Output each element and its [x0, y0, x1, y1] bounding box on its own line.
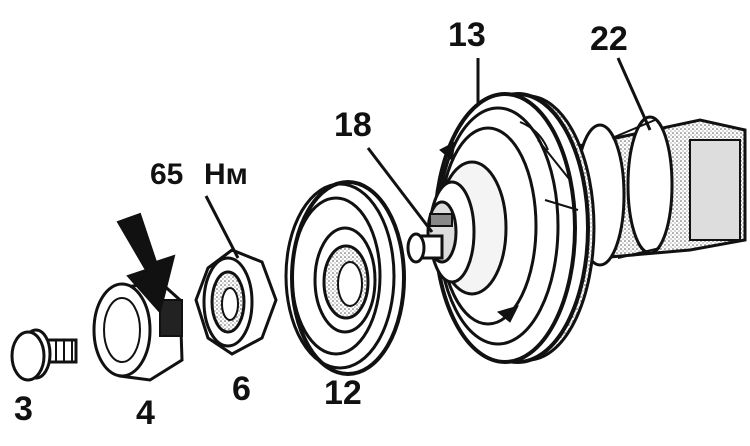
label-part-22: 22 — [590, 20, 628, 58]
crankshaft — [558, 115, 747, 267]
label-part-12: 12 — [324, 374, 362, 412]
label-part-4: 4 — [136, 394, 155, 432]
pulley-12 — [284, 180, 406, 376]
label-part-18: 18 — [334, 106, 372, 144]
bolt-3 — [10, 328, 78, 382]
leader-18 — [366, 147, 434, 233]
torque-value: 65 — [150, 158, 184, 191]
torque-unit: Нм — [204, 158, 248, 191]
spacer-4 — [92, 280, 184, 382]
leader-6 — [204, 195, 240, 259]
label-part-13: 13 — [448, 16, 486, 54]
key-18 — [406, 200, 458, 264]
label-part-6: 6 — [232, 370, 251, 408]
label-part-3: 3 — [14, 390, 33, 428]
leader-22 — [616, 57, 652, 131]
direction-arrow — [116, 212, 176, 315]
nut-6 — [194, 248, 278, 356]
